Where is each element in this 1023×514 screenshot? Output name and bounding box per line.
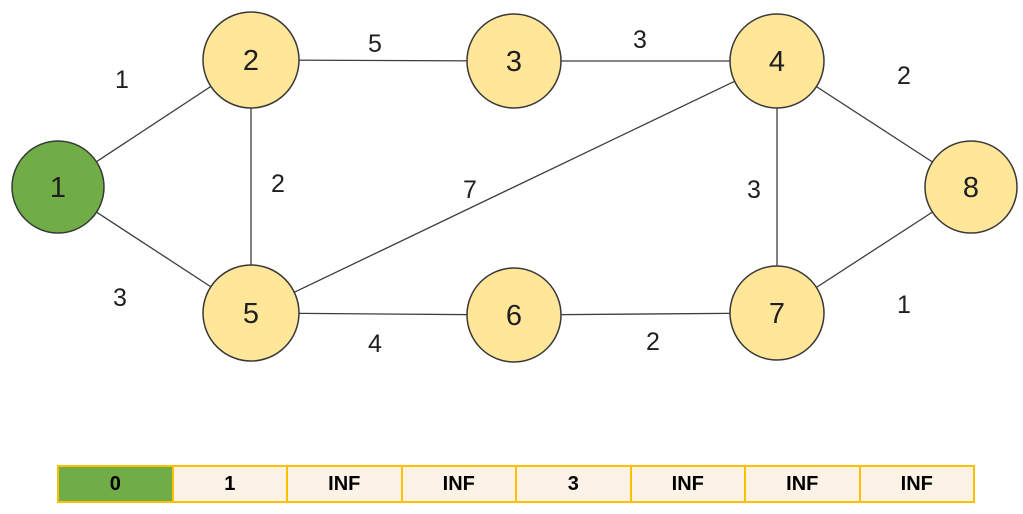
- node-8: [924, 140, 1018, 234]
- edge-4-8-weight: 2: [897, 62, 911, 90]
- node-3-label: 3: [506, 46, 522, 78]
- edge-2-5-weight: 2: [271, 170, 285, 198]
- node-4-label: 4: [769, 46, 785, 78]
- node-5: [202, 264, 300, 362]
- distance-cell-3: INF: [288, 467, 403, 501]
- edge-3-4-weight: 3: [633, 26, 647, 54]
- edge-5-4-weight: 7: [463, 176, 477, 204]
- node-4: [729, 13, 825, 109]
- graph-canvas: 1 2 3 4 5 6 7 8 1 3 5 2 3 3 2 7 4 2 1: [11, 11, 1018, 363]
- edge-1-2-weight: 1: [115, 66, 129, 94]
- distance-cell-7: INF: [746, 467, 861, 501]
- node-3: [466, 13, 562, 109]
- node-1-label: 1: [50, 172, 66, 204]
- distance-cell-8: INF: [860, 467, 973, 501]
- node-7-label: 7: [769, 298, 785, 330]
- edge-7-8-weight: 1: [897, 291, 911, 319]
- distance-cell-4: INF: [402, 467, 517, 501]
- edge-1-5-weight: 3: [113, 284, 127, 312]
- distance-cell-6: INF: [631, 467, 746, 501]
- graph-nodes: 1 2 3 4 5 6 7 8: [11, 11, 1018, 363]
- edge-5-6-weight: 4: [368, 330, 382, 358]
- edge-6-7-weight: 2: [646, 328, 660, 356]
- distance-cell-1: 0: [59, 467, 174, 501]
- node-6-label: 6: [506, 300, 522, 332]
- distance-cell-2: 1: [173, 467, 288, 501]
- edge-weight-labels: 1 3 5 2 3 3 2 7 4 2 1: [113, 26, 911, 358]
- edge-2-3-weight: 5: [368, 30, 382, 58]
- distance-table: 0 1 INF INF 3 INF INF INF: [57, 465, 975, 503]
- node-6: [466, 267, 562, 363]
- node-7: [729, 265, 825, 361]
- edge-5-4: [250, 60, 778, 314]
- node-2: [202, 11, 300, 109]
- node-5-label: 5: [243, 298, 259, 330]
- node-1: [11, 140, 105, 234]
- node-8-label: 8: [963, 172, 979, 204]
- distance-cell-5: 3: [517, 467, 632, 501]
- node-2-label: 2: [243, 45, 259, 77]
- edge-4-7-weight: 3: [747, 176, 761, 204]
